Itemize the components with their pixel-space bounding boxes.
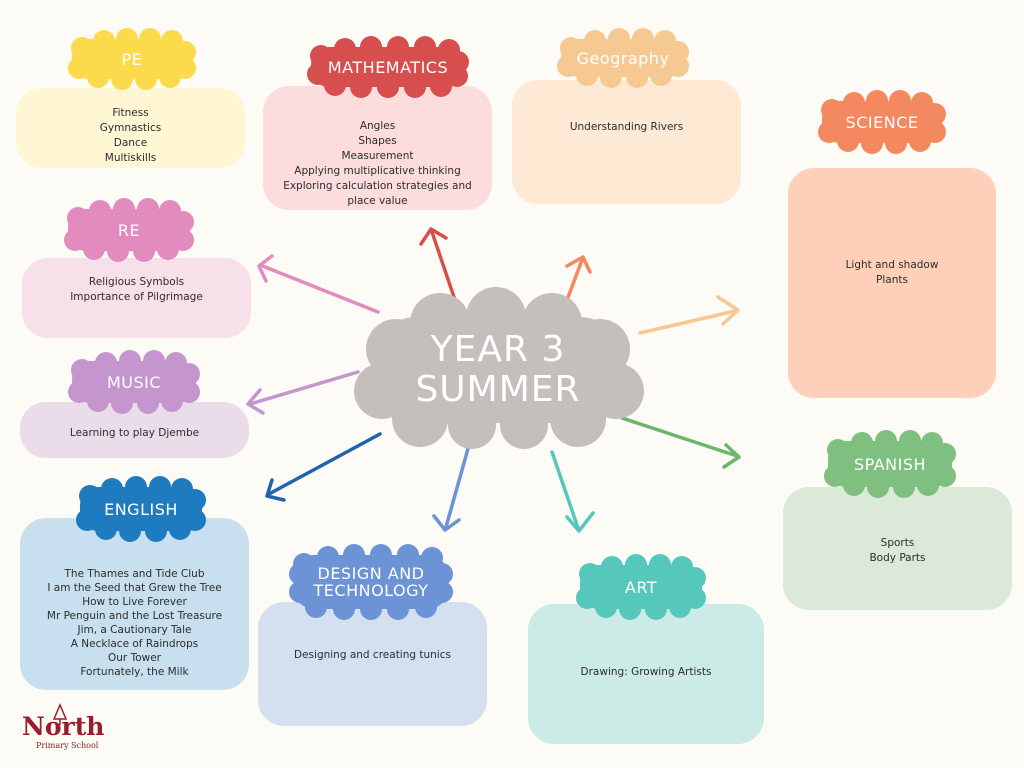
arrow-spanish [620, 416, 741, 469]
geography-cloud: Geography [553, 28, 693, 88]
logo-name: North [22, 712, 105, 741]
spanish-box: Sports Body Parts [783, 487, 1012, 610]
pe-cloud-shape [68, 28, 196, 90]
mathematics-item: Exploring calculation strategies and [283, 180, 472, 192]
school-logo: North Primary School [14, 703, 106, 759]
arrow-mathematics [419, 227, 457, 302]
geography-title: Geography [576, 48, 670, 68]
center-cloud-shape [354, 287, 644, 449]
spanish-cloud: SPANISH [820, 430, 960, 498]
arrow-music [246, 370, 360, 415]
mathematics-item: Angles [359, 120, 396, 132]
re-title: RE [117, 220, 141, 240]
design-technology-cloud: DESIGN AND TECHNOLOGY [286, 544, 456, 620]
spanish-item: Body Parts [869, 552, 926, 564]
title-line-2: SUMMER [415, 369, 581, 410]
logo-subtitle: Primary School [36, 741, 99, 750]
science-box: Light and shadow Plants [788, 168, 996, 398]
mathematics-title: MATHEMATICS [327, 57, 449, 77]
mathematics-cloud-shape [307, 36, 469, 98]
music-box: Learning to play Djembe [20, 402, 249, 458]
english-title: ENGLISH [104, 499, 178, 519]
design-technology-cloud-shape [289, 544, 453, 620]
science-title: SCIENCE [845, 112, 919, 132]
english-item: The Thames and Tide Club [64, 568, 205, 580]
music-cloud-shape [68, 350, 200, 414]
design-technology-title-line-1: DESIGN AND [317, 564, 425, 583]
pe-box: Fitness Gymnastics Dance Multiskills [16, 88, 245, 168]
pe-title: PE [121, 49, 143, 69]
english-item: Our Tower [108, 652, 161, 664]
art-item: Drawing: Growing Artists [580, 666, 712, 678]
re-item: Importance of Pilgrimage [70, 291, 203, 303]
english-item: Mr Penguin and the Lost Treasure [46, 610, 223, 622]
mathematics-item: place value [347, 195, 408, 207]
english-cloud-shape [76, 476, 206, 542]
music-title: MUSIC [106, 372, 162, 392]
mathematics-box: Angles Shapes Measurement Applying multi… [263, 86, 492, 210]
arrow-design-technology [432, 436, 473, 532]
spanish-cloud-shape [824, 430, 956, 498]
music-item: Learning to play Djembe [69, 427, 200, 439]
english-item: I am the Seed that Grew the Tree [47, 582, 222, 594]
re-box: Religious Symbols Importance of Pilgrima… [22, 258, 251, 338]
pe-item: Fitness [112, 107, 149, 119]
science-item: Light and shadow [845, 259, 939, 271]
english-item: How to Live Forever [82, 596, 187, 608]
english-item: Fortunately, the Milk [80, 666, 189, 678]
arrow-science [638, 295, 740, 335]
arrow-re [257, 254, 380, 314]
re-cloud: RE [60, 198, 198, 262]
pe-item: Multiskills [104, 152, 157, 164]
art-title: ART [624, 577, 658, 597]
design-technology-title-line-2: TECHNOLOGY [313, 581, 429, 600]
english-box: The Thames and Tide Club I am the Seed t… [20, 518, 249, 690]
re-cloud-shape [64, 198, 194, 262]
arrow-english [265, 432, 382, 502]
mathematics-item: Shapes [358, 135, 397, 147]
design-technology-item: Designing and creating tunics [294, 649, 451, 661]
mathematics-item: Applying multiplicative thinking [294, 165, 461, 177]
science-item: Plants [876, 274, 908, 286]
english-item: Jim, a Cautionary Tale [77, 624, 192, 636]
mathematics-item: Measurement [341, 150, 414, 162]
arrow-geography [565, 255, 592, 302]
title-line-1: YEAR 3 [430, 329, 566, 370]
english-item: A Necklace of Raindrops [70, 638, 199, 650]
art-cloud-shape [576, 554, 706, 620]
music-cloud: MUSIC [64, 350, 204, 414]
arrow-art [550, 450, 595, 533]
spanish-title: SPANISH [853, 454, 927, 474]
english-cloud: ENGLISH [72, 476, 210, 542]
art-box: Drawing: Growing Artists [528, 604, 764, 744]
spanish-item: Sports [880, 537, 915, 549]
pe-cloud: PE [64, 28, 200, 90]
design-technology-box: Designing and creating tunics [258, 602, 487, 726]
logo-spire-icon [52, 703, 68, 725]
pe-item: Gymnastics [99, 122, 162, 134]
geography-box: Understanding Rivers [512, 80, 741, 204]
center-cloud: YEAR 3 SUMMER [348, 287, 648, 449]
mathematics-cloud: MATHEMATICS [303, 36, 473, 98]
re-item: Religious Symbols [88, 276, 185, 288]
science-cloud-shape [818, 90, 946, 154]
geography-item: Understanding Rivers [569, 121, 684, 133]
page-title: YEAR 3 SUMMER [348, 293, 648, 447]
art-cloud: ART [572, 554, 710, 620]
science-cloud: SCIENCE [814, 90, 950, 154]
pe-item: Dance [113, 137, 148, 149]
geography-cloud-shape [557, 28, 689, 88]
design-technology-title: DESIGN AND TECHNOLOGY [286, 546, 456, 618]
